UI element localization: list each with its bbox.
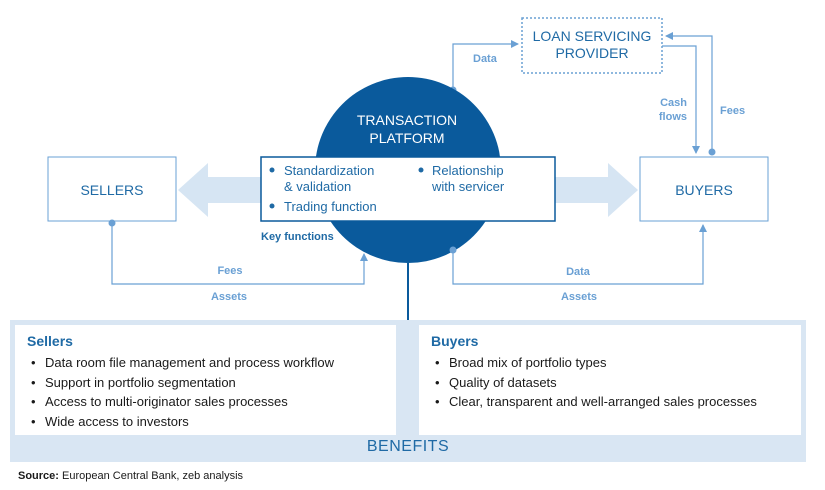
data-to-provider-label: Data (473, 53, 498, 65)
buyers-box[interactable] (639, 156, 769, 222)
cash-flows-arrow (662, 45, 700, 154)
sellers-benefits-heading: Sellers (27, 333, 73, 349)
buyers-benefits-heading: Buyers (431, 333, 479, 349)
key-functions-caption: Key functions (261, 231, 334, 243)
platform-title-line1: TRANSACTION (357, 112, 457, 128)
key-function-item-3-line1: Relationship (432, 163, 504, 178)
sellers-benefits-list: Data room file management and process wo… (15, 353, 396, 431)
platform-title-line2: PLATFORM (369, 130, 444, 146)
provider-label-line2: PROVIDER (555, 45, 628, 61)
buyers-data-label: Data (566, 266, 591, 278)
key-function-bullet-2 (269, 203, 275, 209)
buyers-assets-label: Assets (561, 291, 597, 303)
list-item: Quality of datasets (435, 373, 801, 393)
buyers-benefits: Buyers Broad mix of portfolio types Qual… (419, 325, 801, 435)
transaction-diagram: SELLERS BUYERS LOAN SERVICING PROVIDER D… (47, 17, 769, 330)
sellers-big-arrow (178, 163, 262, 217)
benefits-panel: Sellers Data room file management and pr… (10, 320, 806, 462)
buyers-data-arrow (452, 224, 707, 285)
key-functions-box (260, 156, 556, 222)
sellers-benefits: Sellers Data room file management and pr… (15, 325, 396, 435)
sellers-assets-label: Assets (211, 291, 247, 303)
key-function-bullet-1 (269, 167, 275, 173)
benefits-title: BENEFITS (366, 438, 450, 455)
loan-servicing-provider-box[interactable] (521, 17, 663, 74)
list-item: Data room file management and process wo… (31, 353, 396, 373)
sellers-fees-arrow (111, 223, 368, 285)
list-item: Support in portfolio segmentation (31, 373, 396, 393)
sellers-label: SELLERS (80, 182, 143, 198)
sellers-box[interactable] (47, 156, 177, 222)
list-item: Wide access to investors (31, 412, 396, 432)
source-text: European Central Bank, zeb analysis (58, 470, 244, 482)
list-item: Broad mix of portfolio types (435, 353, 801, 373)
sellers-fees-label: Fees (217, 265, 242, 277)
buyers-big-arrow (554, 163, 638, 217)
cash-flows-label-line1: Cash (660, 97, 687, 109)
list-item: Access to multi-originator sales process… (31, 392, 396, 412)
buyers-benefits-list: Broad mix of portfolio types Quality of … (419, 353, 801, 412)
key-function-item-3-line2: with servicer (431, 179, 505, 194)
key-function-item-2: Trading function (284, 199, 377, 214)
data-to-provider-arrow (452, 40, 519, 90)
fees-provider-dot (708, 148, 716, 156)
list-item: Clear, transparent and well-arranged sal… (435, 392, 801, 412)
source-note: Source: European Central Bank, zeb analy… (18, 470, 243, 482)
key-function-item-1-line1: Standardization (284, 163, 374, 178)
source-label: Source: (18, 470, 59, 482)
key-function-item-1-line2: & validation (284, 179, 351, 194)
cash-flows-label-line2: flows (659, 111, 687, 123)
fees-provider-arrow (665, 32, 713, 152)
buyers-label: BUYERS (675, 182, 733, 198)
provider-label-line1: LOAN SERVICING (533, 28, 652, 44)
key-function-bullet-3 (418, 167, 424, 173)
fees-provider-label: Fees (720, 105, 745, 117)
